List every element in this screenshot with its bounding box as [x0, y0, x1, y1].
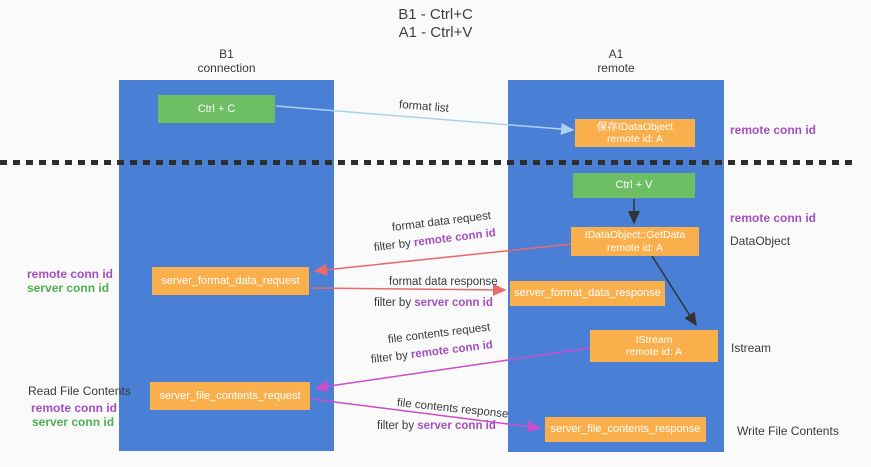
filter-file-response-id: server conn id: [417, 420, 496, 432]
remote-conn-id-left-mid-label: remote conn id: [27, 267, 114, 281]
filter-format-request-id: remote conn id: [413, 227, 497, 250]
remote-conn-id-mid-right-label: remote conn id: [730, 211, 817, 225]
lifeline-header-b1: B1 connection: [119, 47, 334, 75]
filter-format-response-prefix: filter by: [374, 297, 415, 309]
lifeline-a1-name: A1: [608, 47, 624, 61]
istream-side-label: Istream: [731, 341, 772, 355]
title-line-1: B1 - Ctrl+C: [398, 6, 473, 23]
server-format-data-request-label: server_format_data_request: [161, 274, 300, 287]
server-conn-id-left-bottom-label: server conn id: [32, 415, 115, 429]
lifeline-a1-role: remote: [597, 61, 635, 75]
copy-paste-separator-line: [0, 160, 852, 165]
istream-line1: IStream: [635, 333, 673, 346]
server-format-data-response-box: server_format_data_response: [510, 281, 665, 306]
save-dataobject-line2: remote id: A: [606, 133, 664, 145]
format-data-response-arrow: [310, 283, 507, 296]
server-file-contents-request-label: server_file_contents_request: [159, 389, 301, 402]
ctrl-v-label: Ctrl + V: [615, 179, 653, 191]
filter-file-request-id: remote conn id: [410, 339, 494, 362]
ctrl-c-box: Ctrl + C: [158, 95, 275, 123]
lifeline-b1-role: connection: [197, 61, 256, 75]
ctrl-c-label: Ctrl + C: [197, 102, 236, 115]
write-file-contents-label: Write File Contents: [737, 424, 839, 438]
diagram-title: B1 - Ctrl+C A1 - Ctrl+V: [0, 6, 871, 42]
filter-file-response-prefix: filter by: [377, 420, 418, 432]
istream-box: IStream remote id: A: [590, 330, 718, 362]
filter-format-response-label: filter by server conn id: [374, 297, 493, 309]
server-file-contents-response-box: server_file_contents_response: [545, 417, 706, 442]
filter-format-request-prefix: filter by: [373, 237, 415, 254]
server-format-data-response-label: server_format_data_response: [514, 287, 661, 299]
save-dataobject-box: 保存IDataObject remote id: A: [575, 119, 695, 147]
filter-file-request-prefix: filter by: [370, 349, 412, 366]
server-file-contents-response-label: server_file_contents_response: [550, 423, 701, 435]
file-contents-response-flow-label: file contents response: [396, 397, 509, 421]
remote-conn-id-top-right-label: remote conn id: [730, 123, 817, 137]
server-file-contents-request-box: server_file_contents_request: [150, 382, 310, 410]
server-conn-id-left-mid-label: server conn id: [27, 281, 110, 295]
getdata-line2: remote id: A: [606, 241, 664, 254]
save-dataobject-line1: 保存IDataObject: [596, 120, 674, 133]
format-list-flow-label: format list: [398, 99, 450, 115]
istream-line2: remote id: A: [625, 346, 683, 358]
filter-file-response-label: filter by server conn id: [377, 420, 496, 432]
ctrl-v-box: Ctrl + V: [573, 173, 695, 198]
getdata-box: IDataObject::GetData remote id: A: [571, 227, 699, 256]
format-data-response-flow-label: format data response: [389, 276, 498, 288]
filter-format-response-id: server conn id: [414, 297, 493, 309]
server-format-data-request-box: server_format_data_request: [152, 267, 309, 295]
read-file-contents-label: Read File Contents: [28, 384, 131, 398]
title-line-2: A1 - Ctrl+V: [398, 24, 473, 41]
lifeline-b1-name: B1: [219, 47, 234, 61]
remote-conn-id-left-bottom-label: remote conn id: [31, 401, 118, 415]
lifeline-header-a1: A1 remote: [508, 47, 724, 75]
getdata-line1: IDataObject::GetData: [584, 229, 686, 241]
dataobject-label: DataObject: [730, 234, 791, 248]
